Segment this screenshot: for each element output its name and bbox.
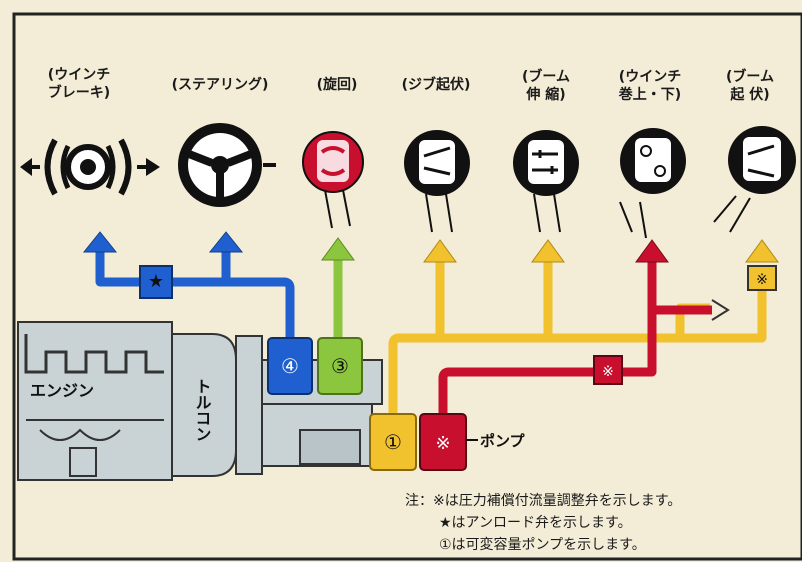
pump-3 xyxy=(317,337,363,395)
torque-converter xyxy=(171,333,263,477)
red-circuit xyxy=(438,262,712,414)
pump-label: ポンプ xyxy=(480,432,526,450)
unload-valve xyxy=(139,265,173,299)
boom-telescope-lever-icon xyxy=(513,130,579,233)
yellow-arrow-jib xyxy=(423,239,457,263)
jib-luff-lever-icon xyxy=(404,130,470,233)
flow-valve-yellow xyxy=(747,265,777,291)
steering-wheel-icon xyxy=(178,123,276,207)
engine-block xyxy=(17,321,173,481)
pump-3-label: ③ xyxy=(331,354,349,378)
label-winch-brake: (ウインチ ブレーキ) xyxy=(47,67,111,101)
pump-1-label: ① xyxy=(384,430,402,454)
engine-label: エンジン xyxy=(30,381,94,400)
pump-2 xyxy=(419,413,467,471)
flow-symbol-red: ※ xyxy=(602,364,614,380)
flow-symbol-yellow: ※ xyxy=(756,272,768,288)
frame-border xyxy=(12,12,802,561)
note-line-3: ①は可変容量ポンプを示します。 xyxy=(439,537,646,553)
yellow-arrow-boom-luff xyxy=(745,239,779,263)
merge-valve-icon xyxy=(711,299,730,321)
red-arrow xyxy=(635,239,669,263)
winch-brake-icon xyxy=(20,138,160,196)
pump-4-label: ④ xyxy=(281,354,299,378)
swing-lever-icon xyxy=(302,131,364,229)
flow-valve-red xyxy=(593,355,623,385)
winch-hoist-lever-icon xyxy=(619,128,686,239)
boom-luff-lever-icon xyxy=(713,126,796,233)
label-boom-luff: (ブーム 起 伏) xyxy=(726,69,774,103)
note-line-1: 注：※は圧力補償付流量調整弁を示します。 xyxy=(405,493,682,509)
pump-4 xyxy=(267,337,313,395)
pump-2-label: ※ xyxy=(435,433,450,454)
blue-circuit xyxy=(95,250,295,340)
torque-converter-label: トルコン xyxy=(193,378,212,442)
note-line-2: ★はアンロード弁を示します。 xyxy=(439,515,632,531)
pump-1 xyxy=(369,413,417,471)
blue-arrow-right xyxy=(208,231,244,253)
unload-star-symbol: ★ xyxy=(148,271,164,292)
blue-arrow-left xyxy=(82,231,118,253)
label-winch-hoist: (ウインチ 巻上・下) xyxy=(618,69,682,103)
label-swing: (旋回) xyxy=(316,77,358,93)
label-steering: (ステアリング) xyxy=(171,77,269,93)
label-boom-telescope: (ブーム 伸 縮) xyxy=(522,69,570,103)
yellow-circuit xyxy=(388,262,767,414)
yellow-arrow-telescope xyxy=(531,239,565,263)
label-jib-luff: (ジブ起伏) xyxy=(401,77,471,93)
green-arrow xyxy=(321,237,355,261)
